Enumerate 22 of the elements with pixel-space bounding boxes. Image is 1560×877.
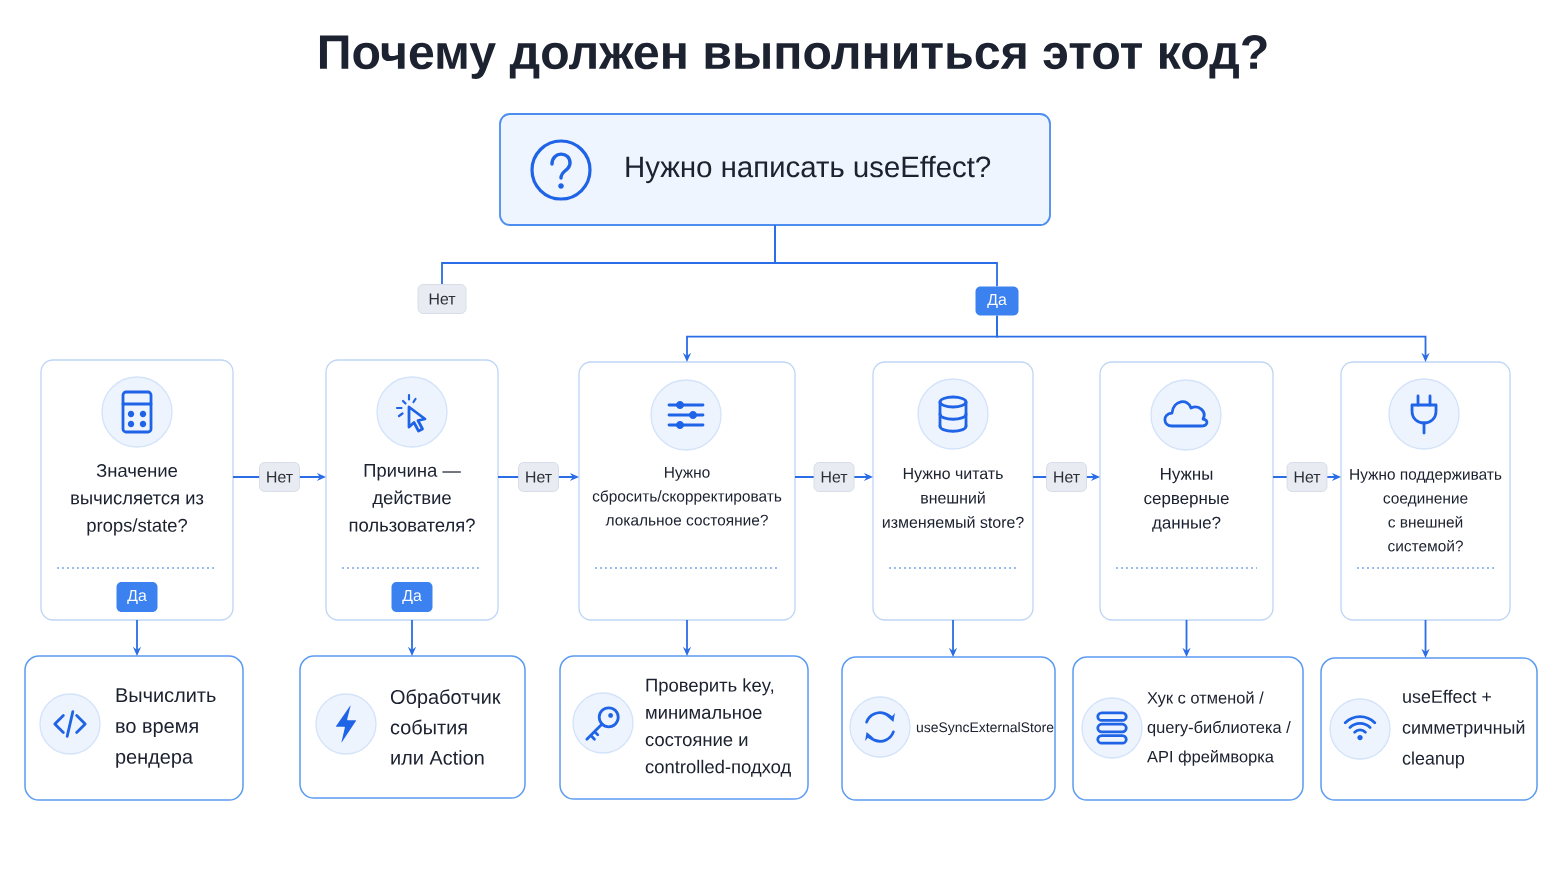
edge-label: Нет [259, 462, 300, 492]
decision-box: Нужно сбросить/скорректировать локальное состояние? [578, 361, 796, 621]
badge: Да [975, 286, 1019, 316]
edge-label: Нет [813, 462, 855, 492]
connector-line [774, 224, 998, 288]
edge-label: Нет [518, 462, 559, 492]
edge-label: Нет [1286, 462, 1328, 492]
result-box: Обработчик события или Action [299, 655, 526, 799]
start-box: Нужно написать useEffect? [499, 113, 1051, 226]
result-box: Вычислить во время рендера [24, 655, 244, 801]
result-box: Проверить key, минимальное состояние и controlled-подход [559, 655, 809, 800]
badge: Да [116, 582, 158, 612]
badge: Да [391, 582, 433, 612]
result-box: Хук с отменой / query-библиотека / API фреймворка [1072, 656, 1304, 801]
edge-label: Нет [1046, 462, 1087, 492]
decision-box: Нужно поддерживать соединение с внешней системой? [1340, 361, 1511, 621]
title: Почему должен выполниться этот код? [320, 35, 1267, 79]
result-box: useEffect + симметричный cleanup [1320, 657, 1538, 801]
result-box: useSyncExternalStore [841, 656, 1056, 801]
decision-box: Нужны серверные данные? [1099, 361, 1274, 621]
decision-box: Нужно читать внешний изменяемый store? [872, 361, 1034, 621]
badge: Нет [417, 284, 467, 314]
